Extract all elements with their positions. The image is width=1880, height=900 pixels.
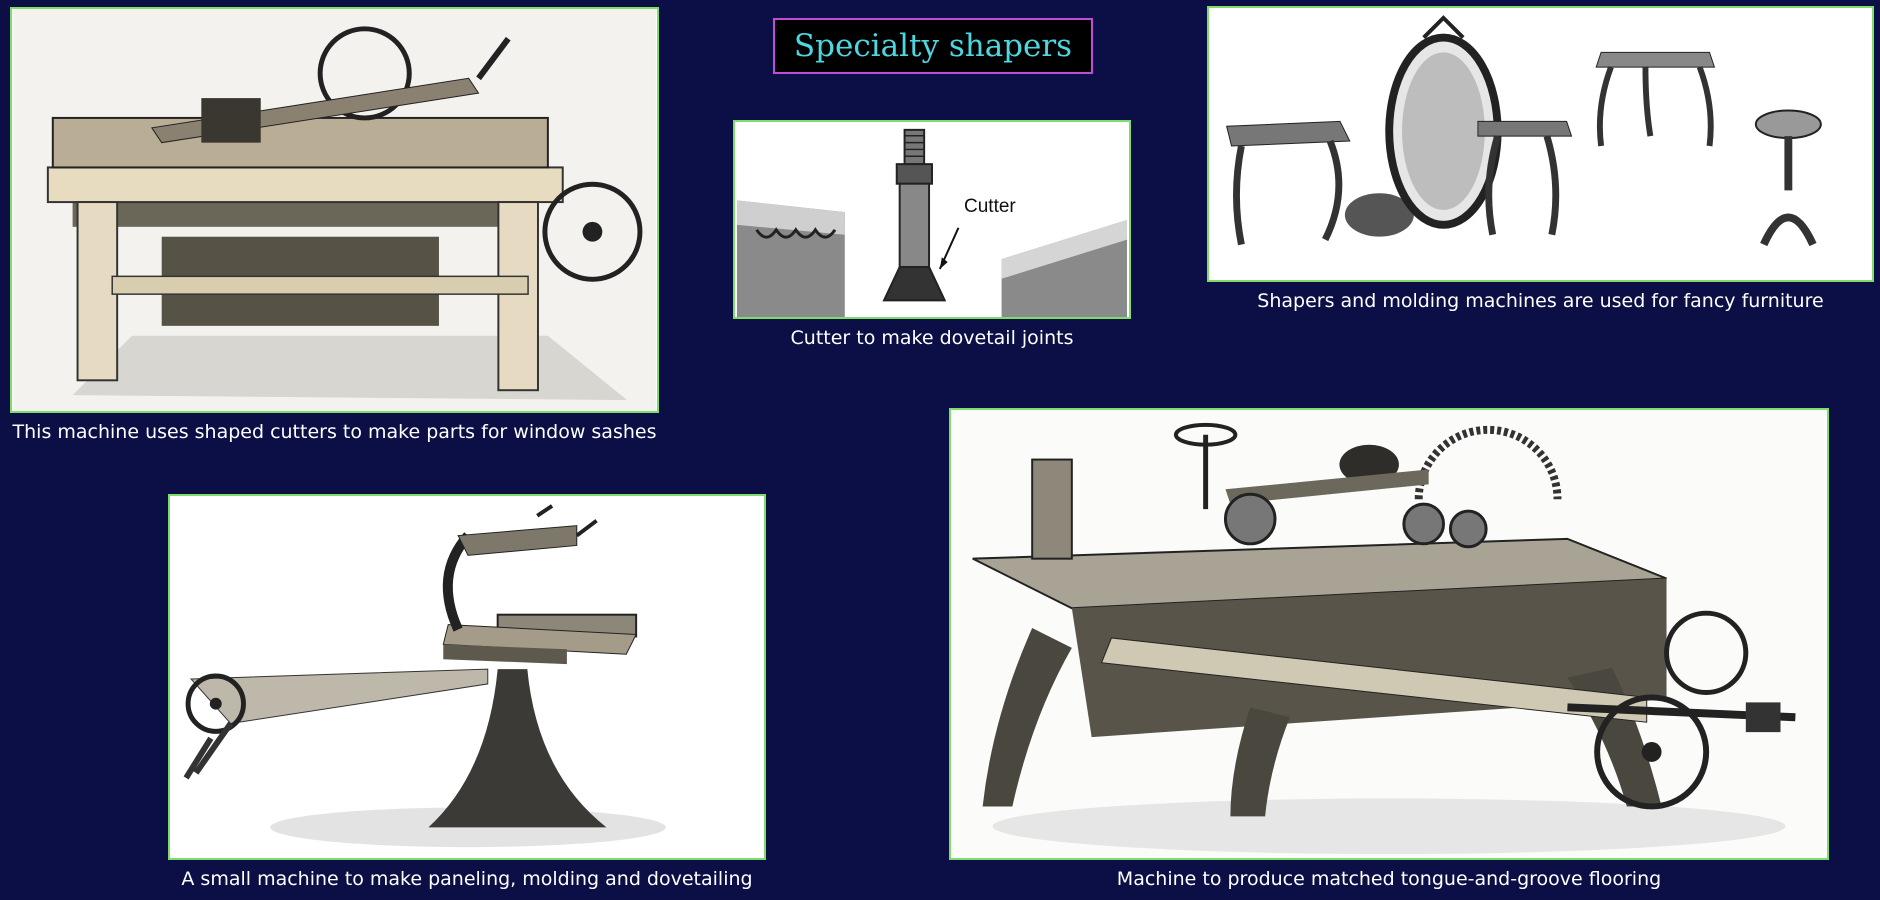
sash-machine-caption: This machine uses shaped cutters to make… — [12, 421, 657, 443]
small-machine-image — [168, 494, 766, 860]
furniture-illustration — [1211, 8, 1870, 280]
furniture-image — [1207, 6, 1874, 282]
flooring-machine-caption: Machine to produce matched tongue-and-gr… — [1116, 868, 1662, 890]
small-machine-illustration — [171, 496, 763, 858]
dovetail-cutter-image — [733, 120, 1131, 319]
page-title: Specialty shapers — [793, 28, 1073, 64]
small-machine-caption: A small machine to make paneling, moldin… — [181, 868, 753, 890]
dovetail-cutter-caption: Cutter to make dovetail joints — [790, 327, 1074, 349]
dovetail-cutter-illustration — [737, 122, 1127, 317]
flooring-machine-image — [949, 408, 1829, 860]
flooring-machine-illustration — [952, 410, 1826, 858]
furniture-caption: Shapers and molding machines are used fo… — [1257, 290, 1824, 312]
title-box: Specialty shapers — [773, 18, 1093, 74]
sash-machine-illustration — [13, 9, 656, 411]
cutter-label: Cutter — [964, 196, 1016, 217]
sash-machine-image — [10, 7, 659, 413]
